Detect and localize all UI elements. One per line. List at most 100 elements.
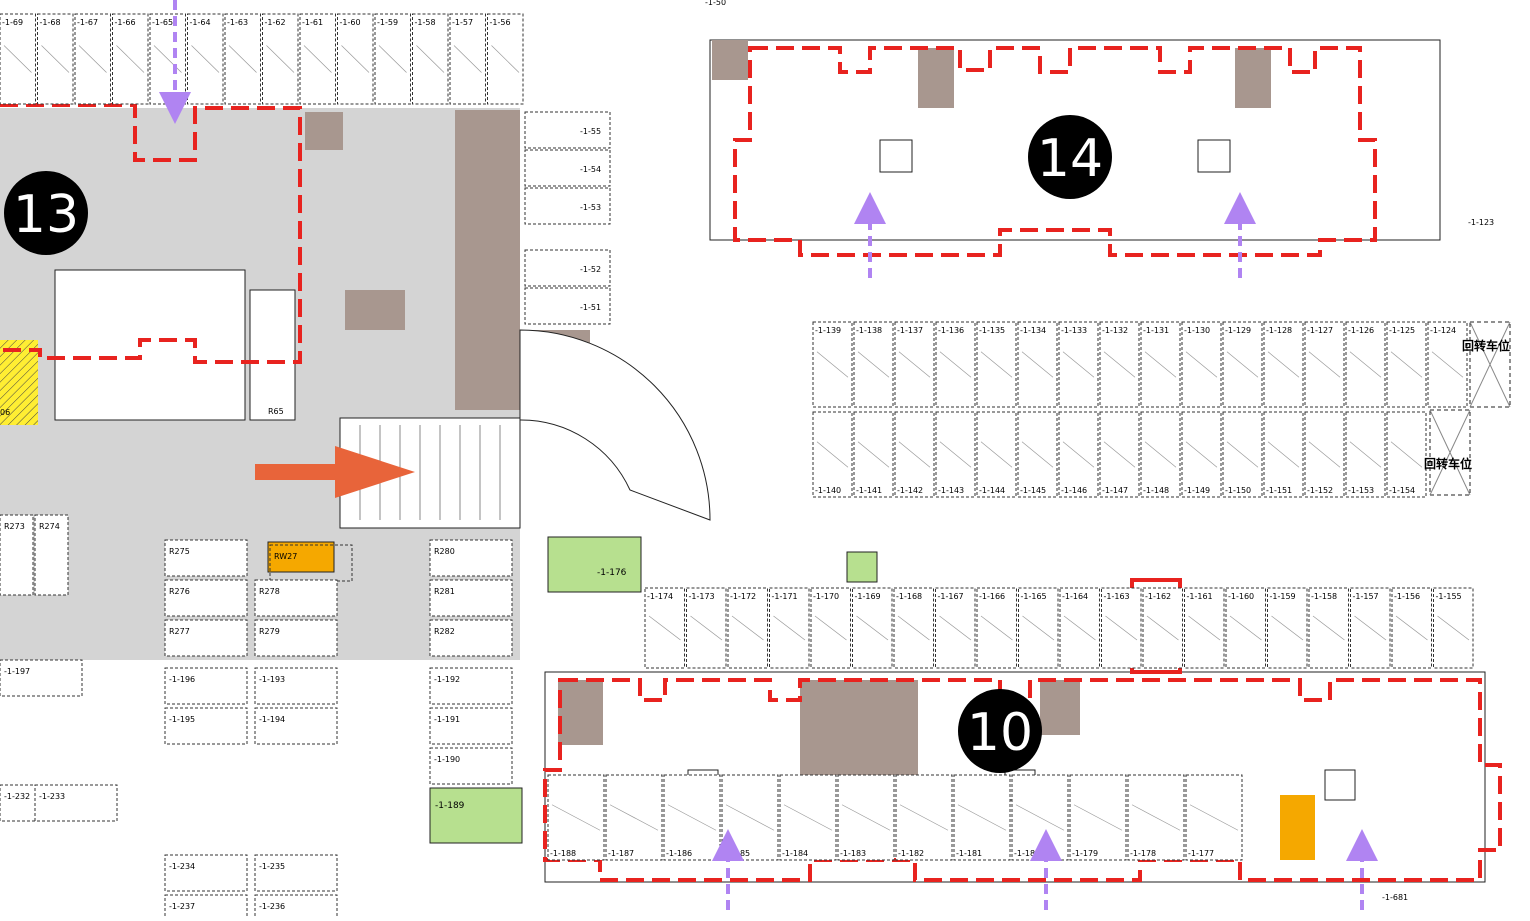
- stall-label: -1-235: [259, 862, 285, 871]
- stall-label: -1-151: [1266, 486, 1292, 495]
- stall-label: -1-69: [2, 18, 23, 27]
- parking-stall: R282: [429, 619, 513, 657]
- stall-label: -1-62: [265, 18, 286, 27]
- stall-label: -1-147: [1102, 486, 1128, 495]
- parking-stall: -1-152: [1304, 411, 1345, 498]
- stall-label: -1-179: [1072, 849, 1098, 858]
- stall-label: -1-128: [1266, 326, 1292, 335]
- parking-stall: -1-126: [1345, 321, 1386, 408]
- stall-label: -1-135: [979, 326, 1005, 335]
- building-14-label: 14: [1028, 115, 1112, 199]
- stall-label: -1-191: [434, 715, 460, 724]
- stall-label: R273: [4, 522, 25, 531]
- stall-label: -1-181: [956, 849, 982, 858]
- parking-stall: R274: [34, 514, 69, 596]
- stall-label: -1-68: [40, 18, 61, 27]
- stall-label: -1-140: [815, 486, 841, 495]
- parking-stall: R273: [0, 514, 34, 596]
- stall-label: -1-232: [4, 792, 30, 801]
- stall-label: -1-681: [1382, 893, 1408, 902]
- stall-label: -1-183: [840, 849, 866, 858]
- parking-stall: -1-197: [0, 659, 83, 697]
- stall-label: -1-171: [772, 592, 798, 601]
- stall-label: -1-166: [979, 592, 1005, 601]
- stall-label: -1-134: [1020, 326, 1046, 335]
- stall-label: -1-190: [434, 755, 460, 764]
- parking-stall: -1-66: [112, 13, 149, 105]
- parking-stall: -1-127: [1304, 321, 1345, 408]
- parking-stall: -1-148: [1140, 411, 1181, 498]
- parking-stall: -1-158: [1308, 587, 1349, 669]
- parking-stall: -1-142: [894, 411, 935, 498]
- stall-label: -1-153: [1348, 486, 1374, 495]
- parking-stall: -1-131: [1140, 321, 1181, 408]
- parking-stall: -1-51: [524, 287, 611, 325]
- stall-label: -1-138: [856, 326, 882, 335]
- parking-stall: -1-128: [1263, 321, 1304, 408]
- stall-label: R274: [39, 522, 60, 531]
- parking-stall: -1-173: [686, 587, 727, 669]
- stall-label: -1-165: [1021, 592, 1047, 601]
- stall-label: -1-59: [377, 18, 398, 27]
- parking-stall: -1-160: [1225, 587, 1266, 669]
- stall-label: -1-197: [4, 667, 30, 676]
- stall-label: -1-237: [169, 902, 195, 911]
- stall-label: -1-184: [782, 849, 808, 858]
- parking-stall: -1-180: [1011, 774, 1069, 861]
- parking-stall: -1-140: [812, 411, 853, 498]
- parking-stall: -1-179: [1069, 774, 1127, 861]
- parking-stall: -1-190: [429, 747, 513, 785]
- parking-stall: -1-67: [74, 13, 111, 105]
- parking-stall: -1-145: [1017, 411, 1058, 498]
- stall-label: -1-168: [896, 592, 922, 601]
- parking-stall: -1-162: [1142, 587, 1183, 669]
- building-14-number: 14: [1037, 129, 1103, 189]
- parking-stall: -1-133: [1058, 321, 1099, 408]
- stall-label: -1-57: [452, 18, 473, 27]
- parking-stall: -1-134: [1017, 321, 1058, 408]
- parking-stall: -1-181: [953, 774, 1011, 861]
- parking-stall: -1-183: [837, 774, 895, 861]
- stall-label: R277: [169, 627, 190, 636]
- parking-stall: -1-138: [853, 321, 894, 408]
- stall-label: R282: [434, 627, 455, 636]
- parking-stall: -1-54: [524, 149, 611, 187]
- parking-stall: -1-161: [1184, 587, 1225, 669]
- parking-stall: -1-151: [1263, 411, 1304, 498]
- parking-stall: -1-172: [727, 587, 768, 669]
- parking-stall: -1-184: [779, 774, 837, 861]
- parking-stall: -1-168: [893, 587, 934, 669]
- stall-label: -1-150: [1225, 486, 1251, 495]
- stall-label: -1-142: [897, 486, 923, 495]
- parking-stall: R280: [429, 539, 513, 577]
- parking-stall: R279: [254, 619, 338, 657]
- parking-stall: -1-163: [1101, 587, 1142, 669]
- parking-stall: R278: [254, 579, 338, 617]
- stall-label: -1-172: [730, 592, 756, 601]
- parking-stall: -1-186: [663, 774, 721, 861]
- stall-label: -1-178: [1130, 849, 1156, 858]
- parking-stall: -1-52: [524, 249, 611, 287]
- stall-label: -1-194: [259, 715, 285, 724]
- parking-stall: -1-136: [935, 321, 976, 408]
- parking-stall: -1-64: [187, 13, 224, 105]
- parking-stall: -1-188: [547, 774, 605, 861]
- stall-label: -1-60: [340, 18, 361, 27]
- parking-stall: -1-165: [1018, 587, 1059, 669]
- building-10-number: 10: [967, 703, 1033, 763]
- parking-stall: -1-55: [524, 111, 611, 149]
- stall-label: -1-155: [1436, 592, 1462, 601]
- stall-label: -1-164: [1062, 592, 1088, 601]
- parking-stall: R275: [164, 539, 248, 577]
- parking-stall: -1-154: [1386, 411, 1427, 498]
- ramp-direction-arrow: [255, 446, 415, 498]
- stall-label: -1-157: [1353, 592, 1379, 601]
- stall-label: -1-195: [169, 715, 195, 724]
- turnaround-lower-label: 回转车位: [1424, 456, 1472, 471]
- stall-label: -1-233: [39, 792, 65, 801]
- parking-stall: -1-159: [1267, 587, 1308, 669]
- parking-stall: R276: [164, 579, 248, 617]
- parking-stall: -1-132: [1099, 321, 1140, 408]
